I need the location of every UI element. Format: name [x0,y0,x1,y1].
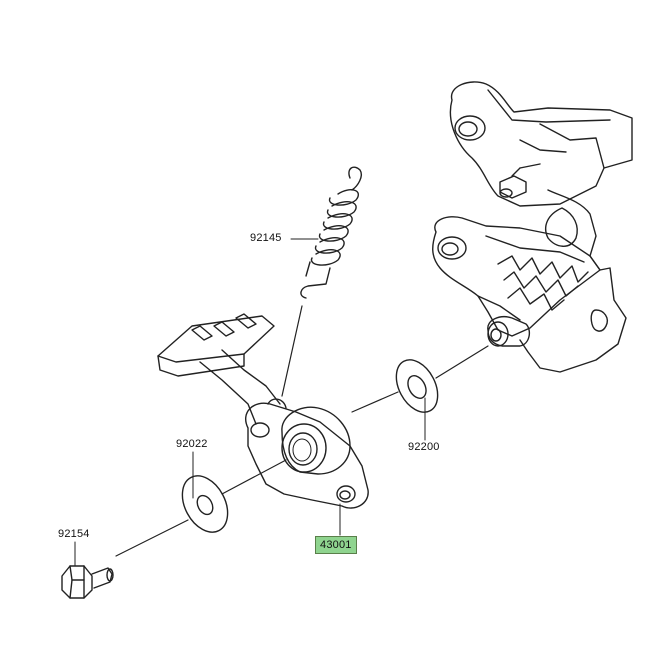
brake-pedal-illustration [157,313,369,509]
part-label-spring[interactable]: 92145 [250,232,282,244]
frame-bracket-illustration [432,81,633,373]
washer-92200-illustration [395,359,439,413]
part-label-washer-left[interactable]: 92022 [176,438,208,450]
washer-92022-illustration [181,475,229,533]
part-label-brake-pedal[interactable]: 43001 [315,536,357,554]
assembly-center-lines [115,305,489,557]
bolt-illustration [61,565,114,599]
part-label-bolt[interactable]: 92154 [58,528,90,540]
part-label-washer-right[interactable]: 92200 [408,441,440,453]
label-leader-lines [74,238,426,567]
spring-illustration [300,166,362,299]
